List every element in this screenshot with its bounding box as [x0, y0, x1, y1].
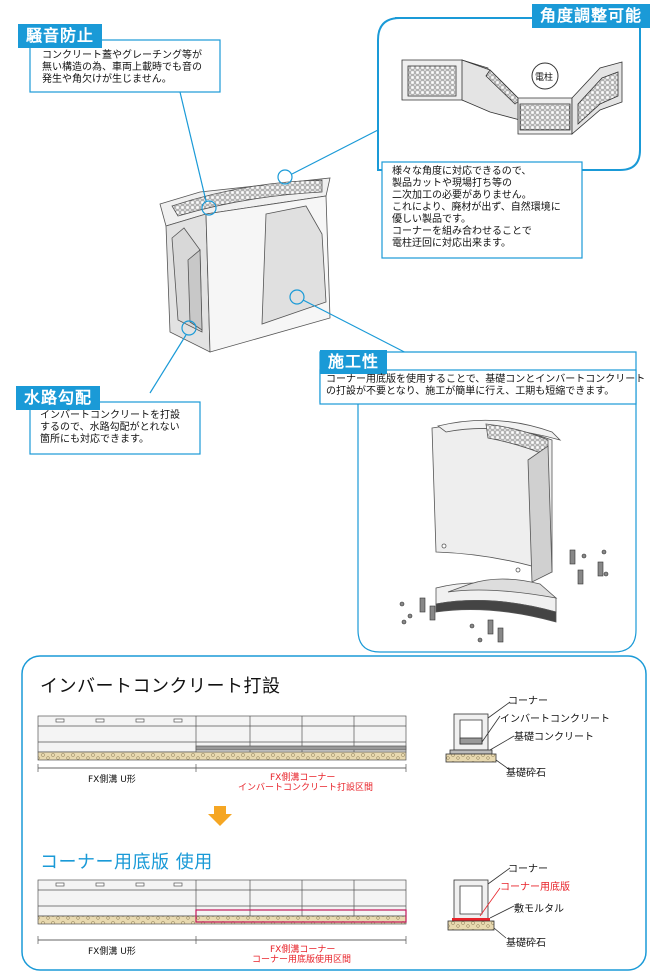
section1-right-label-1: FX側溝コーナー: [270, 773, 336, 783]
section1-left-label: FX側溝 U形: [88, 775, 136, 785]
section2-callout-mortar: 敷モルタル: [514, 904, 564, 915]
section1-right-label-2: インバートコンクリート打設区間: [238, 783, 374, 793]
cross-section-slab: [447, 867, 515, 939]
corner-slab-illustration: [431, 419, 562, 623]
section2-callout-slab: コーナー用底版: [500, 882, 570, 893]
angle-text: 様々な角度に対応できるので、 製品カットや現場打ち等の 二次加工の必要がありませ…: [392, 166, 561, 249]
construct-tag: 施工性: [320, 350, 388, 374]
section1-callout-invert: インバートコンクリート: [500, 714, 610, 725]
bolt-sets: [399, 549, 609, 643]
noise-text: コンクリート蓋やグレーチング等が 無い構造の為、車両上載時でも音の 発生や角欠け…: [42, 50, 202, 85]
section2-callout-gravel: 基礎砕石: [506, 938, 546, 949]
elevation-slab: [37, 879, 407, 944]
down-arrow: [208, 806, 232, 826]
slope-text: インバートコンクリートを打設 するので、水路勾配がとれない 箇所にも対応できます…: [40, 410, 180, 445]
section2-left-label: FX側溝 U形: [88, 947, 136, 957]
construct-text: コーナー用底版を使用することで、基礎コンとインバートコンクリート の打設が不要と…: [326, 374, 646, 397]
section2-title: コーナー用底版 使用: [40, 852, 213, 873]
cross-section-invert: [445, 701, 515, 771]
section1-callout-gravel: 基礎砕石: [506, 768, 546, 779]
corner-chain-illustration: [401, 59, 623, 135]
elevation-invert: [37, 715, 407, 772]
noise-tag: 騒音防止: [18, 24, 103, 48]
main-block-illustration: [159, 177, 331, 353]
section1-title: インバートコンクリート打設: [40, 676, 281, 697]
section2-right-label-1: FX側溝コーナー: [270, 945, 336, 955]
section2-callout-corner: コーナー: [508, 864, 548, 875]
leader-lines: [149, 91, 421, 394]
slope-tag: 水路勾配: [16, 386, 101, 410]
noise-callout-box: [29, 39, 221, 93]
section1-callout-corner: コーナー: [508, 696, 548, 707]
angle-text-box: [381, 161, 583, 259]
slope-callout-box: [29, 401, 201, 455]
section1-callout-base-concrete: 基礎コンクリート: [514, 732, 594, 743]
angle-tag: 角度調整可能: [532, 4, 651, 28]
pole-label: 電柱: [535, 73, 554, 83]
section2-right-label-2: コーナー用底版使用区間: [252, 955, 352, 965]
